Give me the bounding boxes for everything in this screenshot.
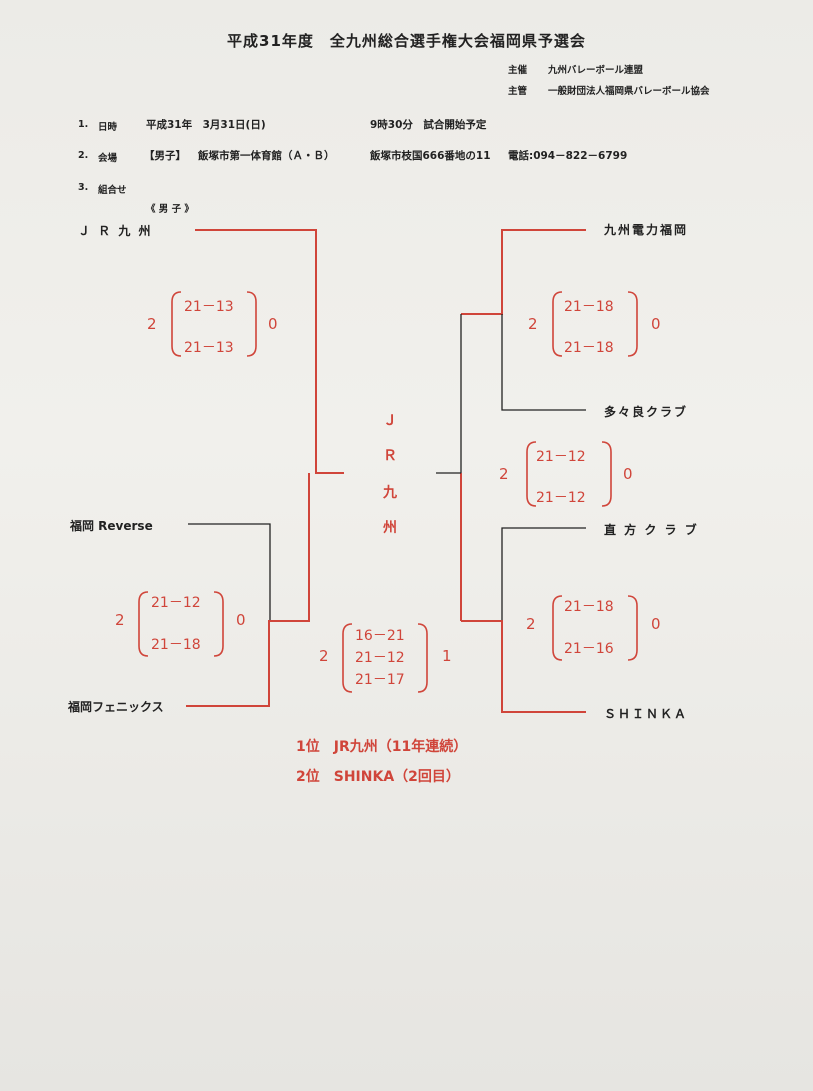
champion-char-3: 九 [383,485,397,501]
venue-phone: 電話:094－822－6799 [508,150,628,162]
line-denryoku [461,229,586,315]
date-label: 日時 [98,122,118,133]
organizer-label: 主催 [508,65,528,76]
m5-set-1: 21－12 [536,449,586,465]
team-shinka: ＳＨＩＮＫＡ [604,707,689,721]
m3-set-2: 21－18 [564,340,614,356]
line-jr-path [195,229,344,474]
bracket-label: 組合せ [98,185,127,196]
line-reverse [188,523,271,621]
final-set-1: 16－21 [355,628,405,644]
line-tatara [501,314,586,411]
organizer: 九州バレーボール連盟 [548,65,644,76]
team-fukuoka-phoenix: 福岡フェニックス [68,700,164,714]
page-title: 平成31年度 全九州総合選手権大会福岡県予選会 [227,32,586,50]
team-tatara-club: 多々良クラブ [604,405,689,419]
final-right-score: 1 [442,647,452,665]
m3-set-1: 21－18 [564,299,614,315]
line-nogata [501,527,586,621]
m2-right-score: 0 [236,611,246,629]
team-jr-kyushu: Ｊ Ｒ 九 州 [78,224,153,238]
venue-category: 【男子】 [144,150,186,162]
m4-set-2: 21－16 [564,641,614,657]
m4-right-score: 0 [651,615,661,633]
m2-set-2: 21－18 [151,637,201,653]
date-value: 平成31年 3月31日(日) [146,119,266,131]
venue-label: 会場 [98,153,118,164]
score-brackets [138,291,638,693]
m1-set-2: 21－13 [184,340,234,356]
line-phoenix [186,473,310,707]
manager-label: 主管 [508,86,528,97]
team-fukuoka-reverse: 福岡 Reverse [70,519,153,533]
team-kyushu-denryoku: 九州電力福岡 [604,223,689,237]
venue-number: 2. [78,150,89,161]
m1-left-score: 2 [147,315,157,333]
m1-set-1: 21－13 [184,299,234,315]
champion-char-4: 州 [383,520,397,536]
line-shinka [461,620,586,713]
champion-char-2: Ｒ [383,448,397,464]
result-first: 1位 JR九州（11年連続） [296,739,468,755]
date-number: 1. [78,119,89,130]
m2-set-1: 21－12 [151,595,201,611]
time-value: 9時30分 試合開始予定 [370,119,487,131]
m4-set-1: 21－18 [564,599,614,615]
final-left-score: 2 [319,647,329,665]
m1-right-score: 0 [268,315,278,333]
final-set-2: 21－12 [355,650,405,666]
result-second: 2位 SHINKA（2回目） [296,769,460,785]
section-label: 《 男 子 》 [146,204,194,215]
final-set-3: 21－17 [355,672,405,688]
bracket-number: 3. [78,182,89,193]
champion-char-1: Ｊ [383,413,397,429]
team-nogata-club: 直 方 ク ラ ブ [604,523,699,537]
manager: 一般財団法人福岡県バレーボール協会 [548,86,710,97]
m2-left-score: 2 [115,611,125,629]
m4-left-score: 2 [526,615,536,633]
m3-left-score: 2 [528,315,538,333]
venue-value: 飯塚市第一体育館（Ａ・Ｂ） [198,150,335,162]
m5-set-2: 21－12 [536,490,586,506]
venue-address: 飯塚市枝国666番地の11 [370,150,491,162]
m5-right-score: 0 [623,465,633,483]
m5-left-score: 2 [499,465,509,483]
m3-right-score: 0 [651,315,661,333]
